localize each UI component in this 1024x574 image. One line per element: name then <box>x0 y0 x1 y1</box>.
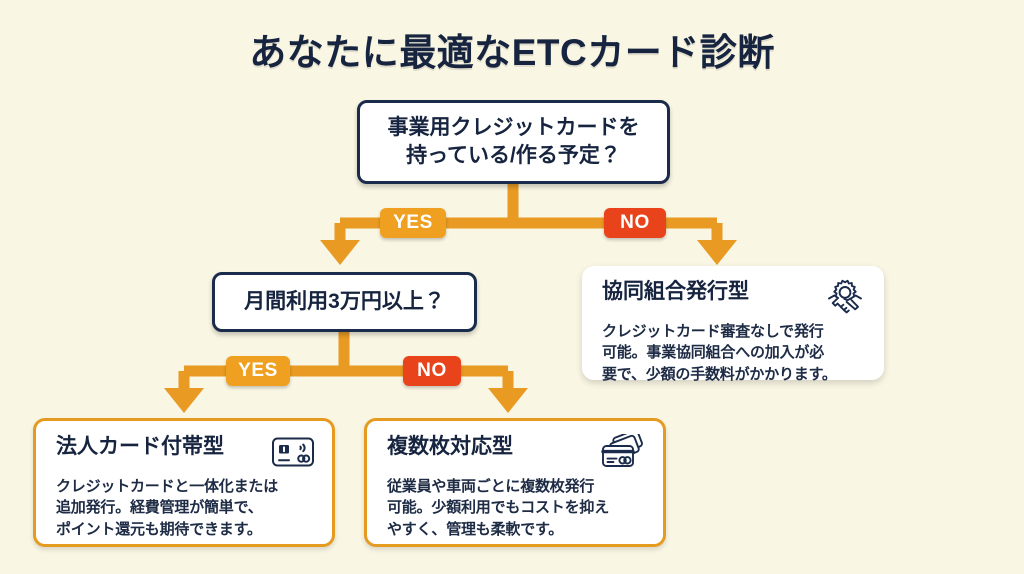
arrowhead-q2-no <box>488 388 528 413</box>
arrowhead-q1-no <box>697 240 737 265</box>
card-corp-desc-line-2: 追加発行。経費管理が簡単で、 <box>56 499 263 517</box>
card-coop-header: 協同組合発行型 <box>602 279 868 314</box>
decision-1-line-1: 事業用クレジットカードを <box>387 115 640 139</box>
arrowhead-q2-yes <box>164 388 204 413</box>
card-coop-desc-line-2: 可能。事業協同組合への加入が必 <box>602 344 825 362</box>
multiple-cards-icon <box>601 434 647 469</box>
handshake-gear-icon <box>822 279 868 314</box>
card-coop-desc-line-3: 要で、少額の手数料がかかります。 <box>602 365 837 383</box>
result-card-multicard[interactable]: 複数枚対応型 従業員や車両ごとに複数枚発行 可能。少額利用でもコ <box>364 418 666 547</box>
badge-no-q1: NO <box>604 208 666 238</box>
decision-2-line-1: 月間利用3万円以上？ <box>244 289 445 313</box>
card-multi-desc-line-3: やすく、管理も柔軟です。 <box>387 520 564 538</box>
card-multi-desc-line-2: 可能。少額利用でもコストを抑え <box>387 499 610 517</box>
card-corp-header: 法人カード付帯型 <box>56 435 316 469</box>
result-card-coop[interactable]: 協同組合発行型 クレジットカード審査なしで発行 可能。事業協同組合への加 <box>582 266 884 383</box>
badge-no-q2: NO <box>403 356 461 386</box>
contactless-card-icon <box>270 435 316 469</box>
card-corp-desc-line-1: クレジットカードと一体化または <box>56 478 279 495</box>
card-corp-description: クレジットカードと一体化または 追加発行。経費管理が簡単で、 ポイント還元も期待… <box>56 476 316 540</box>
decision-node-credit-card[interactable]: 事業用クレジットカードを 持っている/作る予定？ <box>357 100 670 184</box>
page-title: あなたに最適なETCカード診断 <box>249 32 775 73</box>
card-multi-description: 従業員や車両ごとに複数枚発行 可能。少額利用でもコストを抑え やすく、管理も柔軟… <box>387 476 647 540</box>
card-multi-header: 複数枚対応型 <box>387 434 647 469</box>
result-card-corporate[interactable]: 法人カード付帯型 クレジットカードと一体化または 追加発行。経費管理が簡単で、 … <box>33 418 335 547</box>
card-coop-desc-line-1: クレジットカード審査なしで発行 <box>602 323 824 340</box>
arrowhead-q1-yes <box>320 240 360 265</box>
card-multi-desc-line-1: 従業員や車両ごとに複数枚発行 <box>387 478 595 495</box>
card-coop-title: 協同組合発行型 <box>602 280 749 303</box>
card-multi-title: 複数枚対応型 <box>387 435 513 458</box>
badge-yes-q2: YES <box>226 356 290 386</box>
badge-yes-q1: YES <box>380 208 446 238</box>
card-corp-title: 法人カード付帯型 <box>56 435 224 458</box>
card-coop-description: クレジットカード審査なしで発行 可能。事業協同組合への加入が必 要で、少額の手数… <box>602 321 868 385</box>
decision-1-line-2: 持っている/作る予定？ <box>406 144 621 167</box>
card-corp-desc-line-3: ポイント還元も期待できます。 <box>56 520 262 538</box>
decision-node-monthly-usage[interactable]: 月間利用3万円以上？ <box>212 272 477 332</box>
